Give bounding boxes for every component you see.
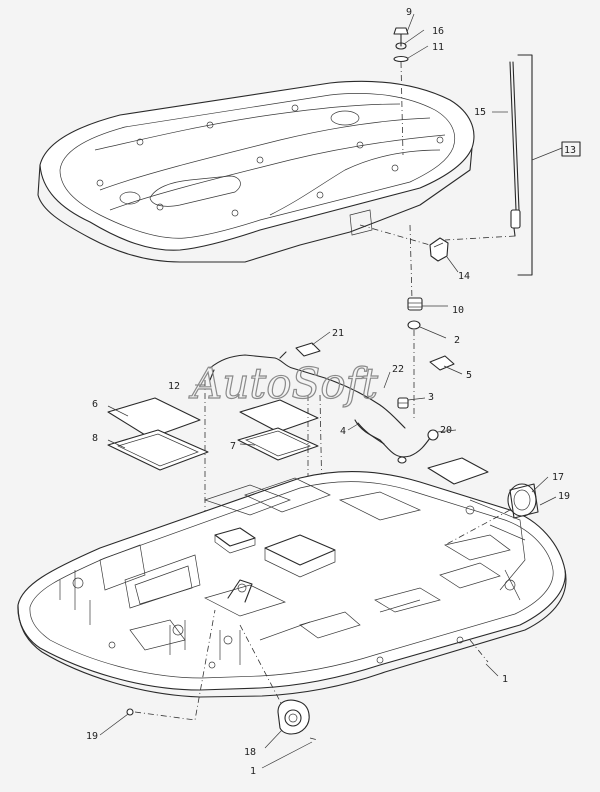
callout-19-right: 19	[558, 491, 570, 502]
callout-6: 6	[92, 399, 98, 410]
fastener-3	[397, 397, 409, 409]
callout-17: 17	[552, 472, 564, 483]
callout-14: 14	[458, 271, 470, 282]
leader-lines	[99, 13, 557, 769]
antenna-connector	[429, 237, 449, 262]
speaker-right	[507, 483, 539, 519]
speaker-bottom	[277, 699, 310, 735]
callout-2: 2	[454, 335, 460, 346]
pad-8	[107, 429, 209, 471]
callout-12: 12	[168, 381, 180, 392]
label-21	[295, 342, 321, 357]
callout-8: 8	[92, 433, 98, 444]
pad-6	[107, 397, 201, 439]
callout-3: 3	[428, 392, 434, 403]
nut-washer	[407, 297, 423, 330]
callout-16: 16	[432, 26, 444, 37]
callout-10: 10	[452, 305, 464, 316]
group-box-13	[561, 141, 581, 157]
screw-stack	[393, 27, 409, 63]
callout-20: 20	[440, 425, 452, 436]
callout-4: 4	[340, 426, 346, 437]
label-5	[429, 355, 455, 371]
callout-9: 9	[406, 7, 412, 18]
callout-22: 22	[392, 364, 404, 375]
callout-13: 13	[564, 145, 576, 156]
callout-5: 5	[466, 370, 472, 381]
callout-21: 21	[332, 328, 344, 339]
callout-19-left: 19	[86, 731, 98, 742]
group-bracket-13	[517, 54, 533, 276]
callout-7: 7	[230, 441, 236, 452]
callout-1-right: 1	[502, 674, 508, 685]
callout-15: 15	[474, 107, 486, 118]
pad-7b	[237, 427, 319, 461]
antenna	[509, 61, 521, 237]
callout-18: 18	[244, 747, 256, 758]
base-tray	[17, 471, 567, 698]
cable-4	[354, 419, 439, 464]
callout-11: 11	[432, 42, 444, 53]
watermark: AutoSoft	[188, 359, 378, 408]
pad-7a	[239, 399, 319, 433]
roof-cover	[37, 80, 475, 263]
grommet-19	[126, 708, 134, 716]
callout-1-bottom: 1	[250, 766, 256, 777]
pad-5a	[427, 457, 489, 485]
wire-harness	[209, 354, 406, 429]
